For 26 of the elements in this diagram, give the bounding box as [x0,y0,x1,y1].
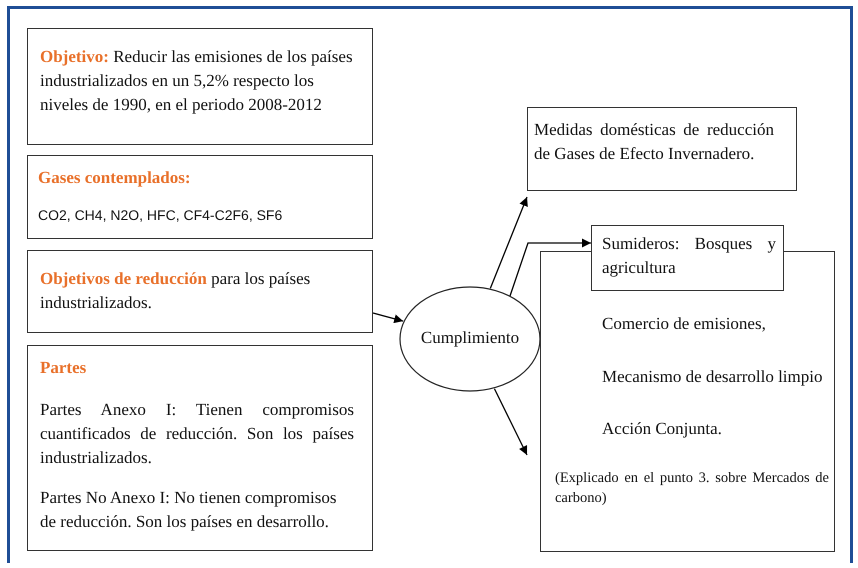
process-ellipse [399,286,541,392]
body-text: Mecanismo de desarrollo limpio [602,366,824,388]
body-text: Partes No Anexo I: No tienen compromisos de reducción. Son los países en desarrollo. [40,487,338,533]
body-text: Comercio de emisiones, [602,313,767,335]
body-text: Acción Conjunta. [602,418,723,440]
heading-text: Partes [40,358,88,378]
process-box [591,225,784,291]
body-text: Medidas domésticas de reducción de Gases de Efecto Invernadero. [534,119,774,165]
arrow [509,238,591,296]
arrow [372,312,404,324]
body-text: Cumplimiento [420,327,520,349]
arrow [490,196,528,288]
arrow [494,388,528,456]
process-box [27,250,373,333]
heading-text: Gases contemplados: [38,168,192,188]
process-box [540,251,835,552]
body-text: Sumideros: Bosques y agricultura [602,233,776,279]
body-text: Objetivo: Reducir las emisiones de los países industrializados en un 5,2% respecto los niveles de 1990, en el periodo 2008-2012 [40,46,354,116]
process-box [27,28,373,145]
body-text: Partes Anexo I: Tienen compromisos cuantificados de reducción. Son los países industrializados. [40,399,354,469]
process-box [27,345,373,551]
process-box [27,155,373,239]
body-text: CO2, CH4, N2O, HFC, CF4-C2F6, SF6 [38,206,284,225]
body-text: (Explicado en el punto 3. sobre Mercados de carbono) [555,469,829,508]
body-text: Objetivos de reducción para los países industrializados. [40,268,312,314]
process-box [527,107,797,191]
